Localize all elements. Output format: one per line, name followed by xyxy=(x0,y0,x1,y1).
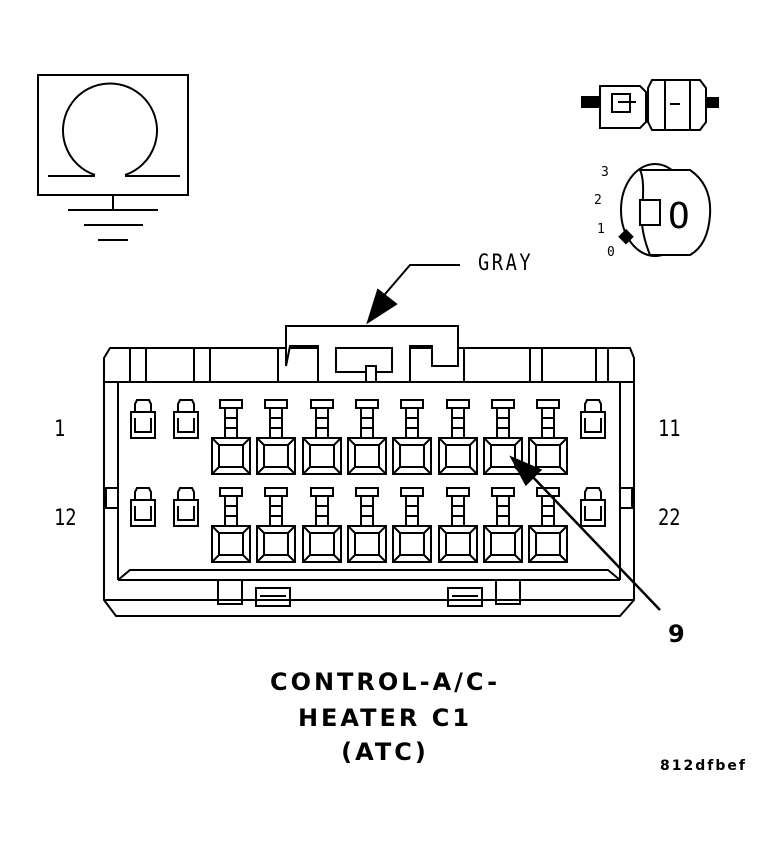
connector-title-line-3: (ATC) xyxy=(341,738,429,766)
pin-cavity xyxy=(438,399,478,475)
callout-arrow xyxy=(509,455,661,611)
pin-cavity xyxy=(211,399,251,475)
connector-disconnect-icon xyxy=(581,79,719,131)
pin-cavity xyxy=(483,487,523,563)
pin-cavity xyxy=(256,487,296,563)
pin-cavity xyxy=(392,487,432,563)
ignition-position-0: 0 xyxy=(607,245,615,260)
connector-title-line-2: HEATER C1 xyxy=(297,704,473,732)
pin-cavity-small xyxy=(173,399,199,439)
connector-title-line-1: CONTROL-A/C- xyxy=(269,668,501,696)
pin-cavity-small xyxy=(130,399,156,439)
color-leader-arrow xyxy=(366,264,460,325)
ignition-position-2: 2 xyxy=(594,193,602,208)
pin-cavity xyxy=(302,399,342,475)
pin-cavity xyxy=(347,487,387,563)
pin-label-12: 12 xyxy=(54,506,77,531)
pin-cavity xyxy=(347,399,387,475)
drawing-code: 812dfbef xyxy=(660,758,747,774)
pin-cavity xyxy=(483,399,523,475)
pin-cavity xyxy=(528,399,568,475)
ignition-position-3: 3 xyxy=(601,165,609,180)
ohm-meter-ground-icon xyxy=(37,74,189,241)
pin-cavity xyxy=(211,487,251,563)
pin-cavity-small xyxy=(173,487,199,527)
pin-cavity xyxy=(438,487,478,563)
connector-body xyxy=(103,325,635,617)
pin-cavity xyxy=(302,487,342,563)
connector-color-label: GRAY xyxy=(478,251,534,276)
ignition-position-1: 1 xyxy=(597,222,605,237)
callout-pin-9: 9 xyxy=(668,620,685,648)
pin-label-22: 22 xyxy=(658,506,681,531)
pin-cavity-array xyxy=(130,399,606,563)
ignition-key-icon: O xyxy=(618,163,712,257)
pin-cavity-small xyxy=(580,399,606,439)
pin-cavity xyxy=(392,399,432,475)
pin-cavity xyxy=(256,399,296,475)
pin-label-11: 11 xyxy=(658,417,681,442)
pin-cavity-small xyxy=(130,487,156,527)
pin-cavity-small xyxy=(580,487,606,527)
pin-label-1: 1 xyxy=(54,417,66,442)
ignition-key-glyph: O xyxy=(668,196,690,237)
pin-cavity xyxy=(528,487,568,563)
